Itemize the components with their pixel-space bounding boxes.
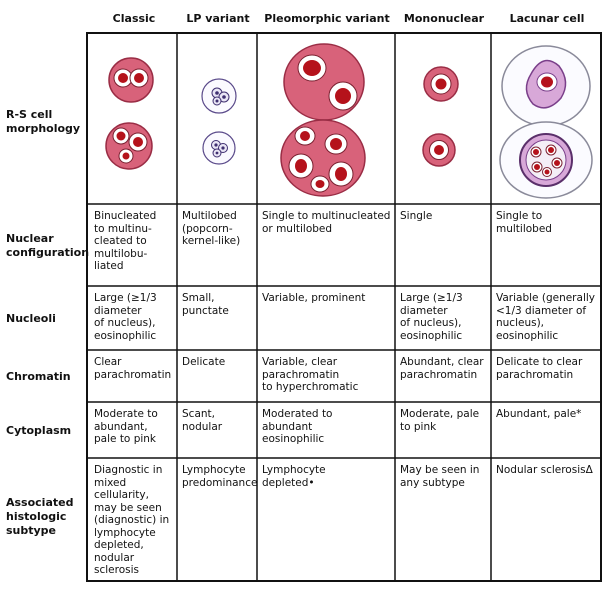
cell-lp-chromatin: Delicate bbox=[182, 356, 226, 368]
cell-pleo-cytoplasm: Moderated to abundant eosinophilic bbox=[262, 408, 333, 445]
cell-lacunar-cytoplasm: Abundant, pale* bbox=[496, 408, 582, 420]
cell-pleo-chromatin: Variable, clear parachromatin to hyperch… bbox=[262, 356, 359, 393]
row-header-nucleoli: Nucleoli bbox=[6, 312, 56, 325]
column-header-lacunar: Lacunar cell bbox=[509, 12, 585, 25]
cell-lacunar-chromatin: Delicate to clear parachromatin bbox=[496, 356, 583, 381]
cell-classic-cytoplasm: Moderate to abundant, pale to pink bbox=[94, 408, 158, 445]
cell-pleo-nucleoli: Variable, prominent bbox=[262, 292, 366, 304]
row-header-nuclear-configuration: Nuclear configuration bbox=[6, 232, 90, 259]
cell-classic-nucleoli: Large (≥1/3 diameter of nucleus), eosino… bbox=[94, 292, 157, 342]
cell-lp-nucleoli: Small, punctate bbox=[182, 292, 229, 317]
cell-lp-subtype: Lymphocyte predominance bbox=[182, 464, 258, 489]
lacunar-rs-cell-illustration bbox=[499, 45, 593, 199]
cell-lacunar-nucleoli: Variable (generally <1/3 diameter of nuc… bbox=[496, 292, 595, 342]
pleomorphic-rs-cell-illustration bbox=[280, 43, 366, 197]
cell-mono-subtype: May be seen in any subtype bbox=[400, 464, 480, 489]
cell-lp-nuclear: Multilobed (popcorn- kernel-like) bbox=[182, 210, 241, 247]
grid-lines bbox=[86, 32, 602, 582]
cell-pleo-subtype: Lymphocyte depleted• bbox=[262, 464, 326, 489]
cell-mono-cytoplasm: Moderate, pale to pink bbox=[400, 408, 480, 433]
cell-mono-nucleoli: Large (≥1/3 diameter of nucleus), eosino… bbox=[400, 292, 463, 342]
column-header-mononuclear: Mononuclear bbox=[403, 12, 485, 25]
row-header-chromatin: Chromatin bbox=[6, 370, 71, 383]
row-header-morphology: R-S cell morphology bbox=[6, 108, 81, 135]
cell-classic-chromatin: Clear parachromatin bbox=[94, 356, 172, 381]
column-header-lp-variant: LP variant bbox=[186, 12, 250, 25]
cell-mono-chromatin: Abundant, clear parachromatin bbox=[400, 356, 484, 381]
row-header-subtype: Associated histologic subtype bbox=[6, 496, 74, 537]
cell-lp-cytoplasm: Scant, nodular bbox=[182, 408, 223, 433]
cell-pleo-nuclear: Single to multinucleated or multilobed bbox=[262, 210, 391, 235]
lp-variant-rs-cell-illustration bbox=[201, 78, 237, 165]
cell-classic-subtype: Diagnostic in mixed cellularity, may be … bbox=[94, 464, 170, 576]
cell-lacunar-nuclear: Single to multilobed bbox=[496, 210, 552, 235]
mononuclear-rs-cell-illustration bbox=[422, 66, 459, 167]
classic-rs-cell-illustration bbox=[105, 57, 154, 170]
row-header-cytoplasm: Cytoplasm bbox=[6, 424, 72, 437]
table-grid: Binucleated to multinu- cleated to multi… bbox=[86, 32, 602, 582]
cell-mono-nuclear: Single bbox=[400, 210, 433, 222]
column-header-pleomorphic: Pleomorphic variant bbox=[264, 12, 390, 25]
cell-classic-nuclear: Binucleated to multinu- cleated to multi… bbox=[94, 210, 157, 272]
column-header-classic: Classic bbox=[112, 12, 156, 25]
cell-lacunar-subtype: Nodular sclerosisΔ bbox=[496, 464, 593, 476]
